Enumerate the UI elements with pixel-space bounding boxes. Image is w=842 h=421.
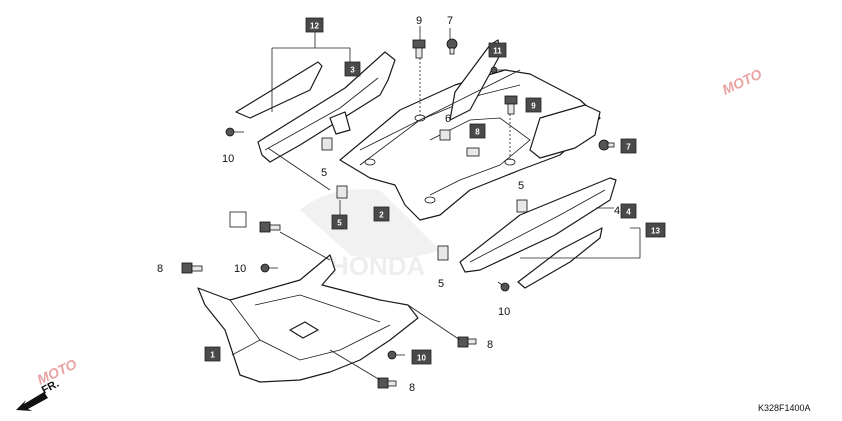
honda-watermark: HONDA <box>300 189 440 281</box>
clip-5-b <box>336 185 348 199</box>
bolt-9-right <box>504 95 518 115</box>
leader-8-right <box>407 304 461 341</box>
bolt-8-left-mid <box>259 221 281 233</box>
svg-text:11: 11 <box>493 47 502 56</box>
callout-8-left: 8 <box>157 263 163 275</box>
leader-12 <box>271 32 351 112</box>
svg-text:10: 10 <box>417 354 426 363</box>
bolt-7-right <box>598 139 615 151</box>
leader-1 <box>231 339 261 356</box>
callout-box-7: 7 <box>620 138 637 154</box>
screw-10-bottom <box>387 350 405 360</box>
leader-8-left-mid <box>279 231 331 261</box>
diagram-code: K328F1400A <box>758 403 811 413</box>
leader-11 <box>359 69 521 151</box>
callout-box-10: 10 <box>411 349 432 365</box>
callout-box-12: 12 <box>305 17 324 33</box>
callout-box-4: 4 <box>620 203 637 219</box>
svg-text:8: 8 <box>475 128 480 137</box>
callout-10-left-top: 10 <box>222 153 234 165</box>
callout-box-9: 9 <box>525 97 542 113</box>
part-12-side-panel-left <box>235 61 323 119</box>
bolt-8-left <box>181 262 203 274</box>
part-2-hole-a <box>364 158 376 166</box>
callout-box-2: 2 <box>373 206 390 222</box>
callout-box-8: 8 <box>469 123 486 139</box>
callout-5-bottom: 5 <box>438 278 444 290</box>
callout-10-right: 10 <box>498 306 510 318</box>
moto-watermark-top-right: MOTO <box>720 66 765 98</box>
clip-6 <box>439 129 451 141</box>
part-1-under-cover <box>197 254 419 383</box>
callout-8-bottom: 8 <box>409 382 415 394</box>
screw-10-right <box>497 281 510 292</box>
callout-box-13: 13 <box>645 222 666 238</box>
screw-10-left-top <box>225 127 244 137</box>
part-2-detail-b <box>429 117 531 196</box>
callout-7-top: 7 <box>447 15 453 27</box>
callout-box-11: 11 <box>488 42 507 58</box>
svg-text:1: 1 <box>210 351 215 360</box>
part-4-side-cover-right <box>459 177 617 273</box>
leader-5-left <box>267 147 331 191</box>
svg-text:2: 2 <box>379 211 384 220</box>
bolt-8-right <box>457 336 477 348</box>
part-1-tab <box>289 321 319 339</box>
watermark-brand-text: HONDA <box>330 251 426 281</box>
callout-box-1: 1 <box>204 346 221 362</box>
bolt-7-top <box>446 38 458 55</box>
part-2-rear-arm <box>529 104 601 159</box>
svg-text:3: 3 <box>350 66 355 75</box>
callout-10-left-bottom: 10 <box>234 263 246 275</box>
callout-8-right: 8 <box>487 339 493 351</box>
svg-text:13: 13 <box>651 227 660 236</box>
part-1-detail-b <box>254 294 381 323</box>
callout-box-5: 5 <box>331 214 348 230</box>
part-1-detail-a <box>229 299 391 361</box>
leader-8-bottom <box>329 349 381 381</box>
clip-5-d <box>437 245 449 261</box>
screw-10-left-bottom <box>260 263 278 273</box>
screw-11 <box>490 66 508 74</box>
callout-9-top: 9 <box>416 15 422 27</box>
reference-box-empty <box>229 211 247 228</box>
callout-4: 4 <box>614 205 620 217</box>
svg-text:12: 12 <box>310 22 319 31</box>
clip-8-small <box>466 147 480 157</box>
svg-text:4: 4 <box>626 208 631 217</box>
part-3-detail-line <box>264 77 379 151</box>
svg-text:7: 7 <box>626 143 631 152</box>
callout-box-3: 3 <box>344 61 361 77</box>
bolt-8-bottom <box>377 377 397 389</box>
bolt-9-top <box>412 39 426 59</box>
callout-5-left: 5 <box>321 167 327 179</box>
part-2-hole-d <box>424 196 436 204</box>
leader-13 <box>520 227 641 259</box>
clip-5-c <box>516 199 528 213</box>
callout-5-right: 5 <box>518 180 524 192</box>
svg-text:9: 9 <box>531 102 536 111</box>
clip-5-a <box>321 137 333 151</box>
part-4-detail <box>469 189 606 263</box>
part-2-detail-a <box>359 84 521 166</box>
callout-6: 6 <box>445 113 451 125</box>
part-3-bracket <box>329 111 351 135</box>
front-arrow-icon <box>16 392 48 411</box>
svg-text:5: 5 <box>337 219 342 228</box>
